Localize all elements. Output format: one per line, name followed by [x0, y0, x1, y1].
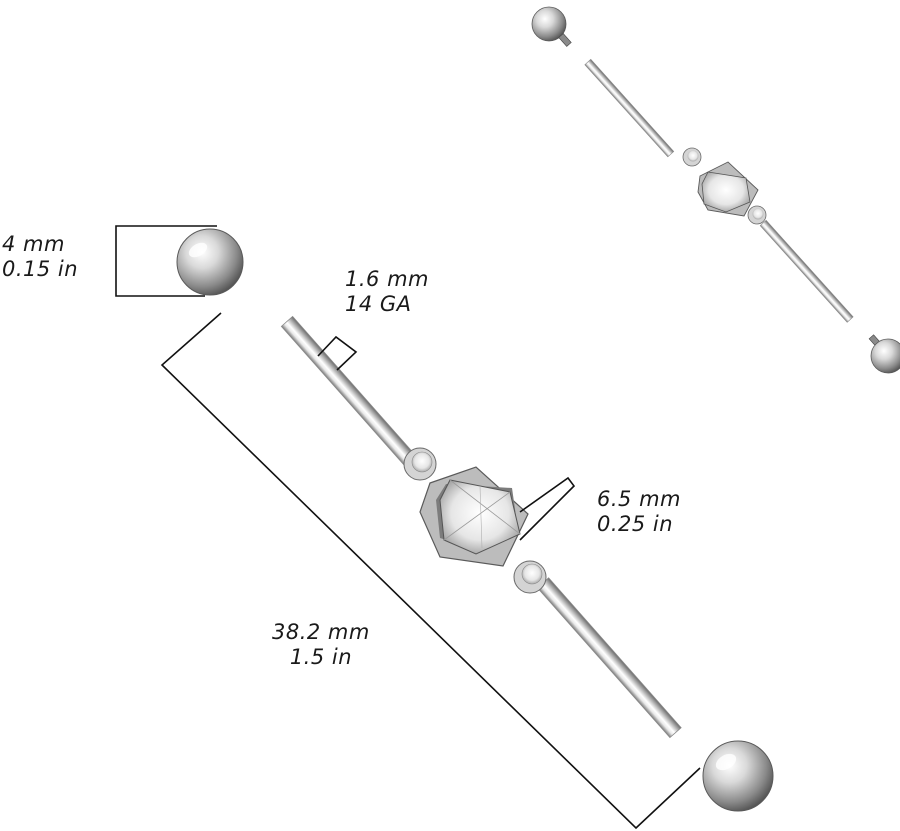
gauge-value: 14 GA [345, 292, 412, 316]
small-stone-lower [513, 560, 547, 594]
ball-size-label: 4 mm 0.15 in [2, 232, 78, 282]
gauge-marker [317, 335, 358, 371]
gem-size-lines [519, 476, 576, 541]
bottom-ball [702, 740, 774, 812]
ball-size-imperial: 0.15 in [2, 257, 79, 281]
length-imperial: 1.5 in [289, 645, 353, 669]
center-gem-setting [419, 466, 529, 567]
ball-size-metric: 4 mm [2, 232, 65, 256]
bar-lower [536, 577, 682, 739]
gauge-label: 1.6 mm 14 GA [345, 267, 429, 317]
length-bracket [160, 312, 701, 830]
gauge-metric: 1.6 mm [345, 267, 429, 291]
dimension-lines [115, 225, 701, 830]
ball-size-bracket [115, 225, 217, 297]
length-label: 38.2 mm 1.5 in [272, 620, 370, 670]
length-metric: 38.2 mm [272, 620, 370, 644]
detached-ball-bottom [870, 338, 900, 374]
small-stone-upper [403, 447, 437, 481]
top-ball [176, 228, 244, 296]
gem-size-metric: 6.5 mm [597, 487, 681, 511]
detached-ball-top [531, 6, 567, 42]
gem-size-label: 6.5 mm 0.25 in [597, 487, 681, 537]
bar-upper [280, 315, 416, 466]
main-barbell [176, 228, 774, 812]
gem-size-imperial: 0.25 in [597, 512, 674, 536]
disassembled-view [531, 6, 900, 374]
